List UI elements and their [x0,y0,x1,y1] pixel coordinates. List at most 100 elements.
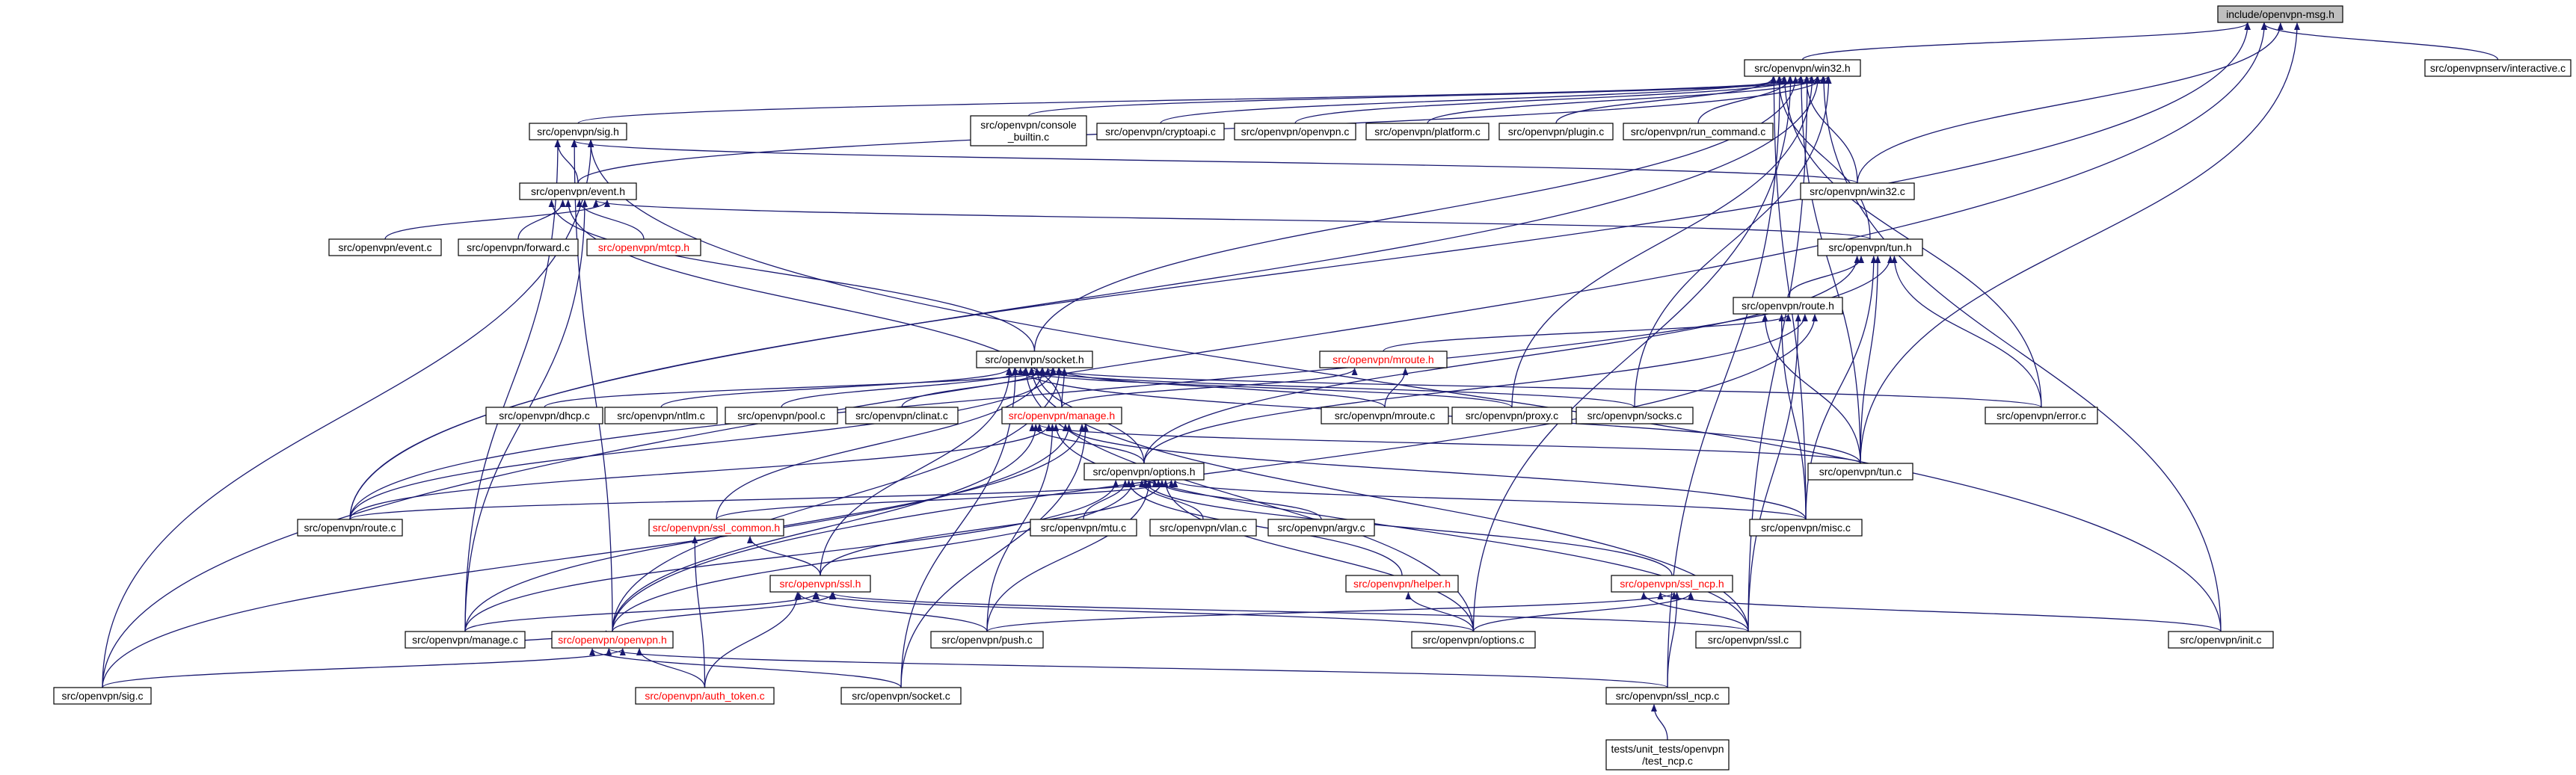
edge-options_h-to-manage_h [1029,424,1145,464]
node-box [297,519,403,537]
edge-route_c-to-manage_h [349,424,1052,520]
edge-sig_c-to-openvpn_h [102,648,626,688]
node-box [2424,59,2572,77]
node-proxy-c[interactable]: src/openvpn/proxy.c [1451,407,1573,424]
node-label: src/openvpn/mroute.c [1335,410,1436,422]
node-label: src/openvpn/event.c [338,241,431,253]
node-tun-c[interactable]: src/openvpn/tun.c [1807,463,1913,481]
node-label: src/openvpn/argv.c [1277,522,1365,534]
edge-options_c-to-options_h [1162,480,1475,632]
edge-dhcp_c-to-socket_h [544,368,1056,408]
node-box [725,407,838,424]
node-box [551,631,674,649]
edge-route_c-to-socket_h [349,368,1057,520]
node-manage-c[interactable]: src/openvpn/manage.c [405,631,526,649]
node-mtcp-h[interactable]: src/openvpn/mtcp.h [586,238,701,256]
node-route-h[interactable]: src/openvpn/route.h [1733,297,1843,315]
node-openvpn-c[interactable]: src/openvpn/openvpn.c [1234,123,1356,141]
node-box [976,351,1093,368]
node-init-c[interactable]: src/openvpn/init.c [2168,631,2274,649]
node-win32-c[interactable]: src/openvpn/win32.c [1800,182,1915,200]
node-socket-c[interactable]: src/openvpn/socket.c [840,687,962,705]
node-error-c[interactable]: src/openvpn/error.c [1985,407,2098,424]
node-sig-h[interactable]: src/openvpn/sig.h [529,123,627,141]
node-label: src/openvpn/socks.c [1587,410,1682,422]
node-options-c[interactable]: src/openvpn/options.c [1411,631,1536,649]
node-mtu-c[interactable]: src/openvpn/mtu.c [1030,519,1137,537]
node-interactive-c[interactable]: src/openvpnserv/interactive.c [2424,59,2572,77]
node-label: src/openvpn/dhcp.c [499,410,589,422]
node-box [1411,631,1536,649]
node-label: src/openvpn/options.h [1093,466,1196,478]
edge-plugin_c-to-win32_h [1555,76,1777,124]
node-ssl-h[interactable]: src/openvpn/ssl.h [769,575,871,593]
node-test-ncp-c[interactable]: tests/unit_tests/openvpn/test_ncp.c [1605,739,1730,771]
node-label: src/openvpn/mtu.c [1041,522,1126,534]
node-forward-c[interactable]: src/openvpn/forward.c [458,238,579,256]
node-route-c[interactable]: src/openvpn/route.c [297,519,403,537]
node-mroute-c[interactable]: src/openvpn/mroute.c [1321,407,1449,424]
node-box [1576,407,1694,424]
node-socket-h[interactable]: src/openvpn/socket.h [976,351,1093,368]
node-helper-h[interactable]: src/openvpn/helper.h [1345,575,1459,593]
node-ssl-c[interactable]: src/openvpn/ssl.c [1695,631,1801,649]
edge-init_c-to-ssl_ncp_h [1657,592,2222,632]
node-plugin-c[interactable]: src/openvpn/plugin.c [1498,123,1614,141]
node-run-command-c[interactable]: src/openvpn/run_command.c [1623,123,1774,141]
node-label: src/openvpnserv/interactive.c [2430,62,2566,74]
node-sig-c[interactable]: src/openvpn/sig.c [53,687,152,705]
node-event-c[interactable]: src/openvpn/event.c [328,238,442,256]
node-dhcp-c[interactable]: src/openvpn/dhcp.c [485,407,603,424]
node-argv-c[interactable]: src/openvpn/argv.c [1267,519,1375,537]
node-cryptoapi-c[interactable]: src/openvpn/cryptoapi.c [1096,123,1225,141]
node-ssl-ncp-c[interactable]: src/openvpn/ssl_ncp.c [1605,687,1730,705]
edge-socks_c-to-socket_h [1028,368,1635,408]
edge-route_c-to-options_h [349,480,1158,520]
node-label: src/openvpn/mtcp.h [598,241,689,253]
node-label: src/openvpn/manage.h [1009,410,1115,422]
edge-mtu_c-to-options_h [1083,480,1128,520]
node-box [635,687,775,705]
node-misc-c[interactable]: src/openvpn/misc.c [1749,519,1863,537]
edge-options_c-to-ssl_ncp_h [1472,592,1694,632]
edge-error_c-to-tun_h [1891,256,2042,408]
node-label: src/openvpn/cryptoapi.c [1105,126,1216,138]
node-socks-c[interactable]: src/openvpn/socks.c [1576,407,1694,424]
node-box [1234,123,1356,141]
node-auth-token-c[interactable]: src/openvpn/auth_token.c [635,687,775,705]
node-platform-c[interactable]: src/openvpn/platform.c [1365,123,1490,141]
edge-clinat_c-to-socket_h [901,368,1045,408]
node-box [1321,407,1449,424]
node-pool-c[interactable]: src/openvpn/pool.c [725,407,838,424]
node-openvpn-h[interactable]: src/openvpn/openvpn.h [551,631,674,649]
node-tun-h[interactable]: src/openvpn/tun.h [1817,238,1923,256]
node-label: src/openvpn/ssl_ncp.c [1616,690,1720,702]
node-clinat-c[interactable]: src/openvpn/clinat.c [845,407,959,424]
node-console-builtin-c[interactable]: src/openvpn/console_builtin.c [970,115,1087,146]
node-openvpn-msg-h[interactable]: include/openvpn-msg.h [2217,5,2343,23]
node-win32-h[interactable]: src/openvpn/win32.h [1744,59,1861,77]
node-mroute-h[interactable]: src/openvpn/mroute.h [1319,351,1448,368]
edge-manage_h-to-socket_h [1061,368,1068,408]
node-label: src/openvpn/tun.h [1828,241,1911,253]
edge-options_h-to-tun_h [1143,256,1860,464]
node-box [1365,123,1490,141]
node-vlan-c[interactable]: src/openvpn/vlan.c [1149,519,1257,537]
node-push-c[interactable]: src/openvpn/push.c [930,631,1044,649]
node-box [405,631,526,649]
node-label: src/openvpn/plugin.c [1508,126,1604,138]
node-label: src/openvpn/manage.c [412,634,518,646]
edge-options_c-to-helper_h [1405,592,1475,632]
node-box [1695,631,1801,649]
node-ssl-common-h[interactable]: src/openvpn/ssl_common.h [648,519,784,537]
node-ssl-ncp-h[interactable]: src/openvpn/ssl_ncp.h [1611,575,1733,593]
node-box [2168,631,2274,649]
node-event-h[interactable]: src/openvpn/event.h [519,182,637,200]
node-manage-h[interactable]: src/openvpn/manage.h [1001,407,1122,424]
edge-manage_c-to-sig_h [464,140,561,632]
node-label: src/openvpn/route.h [1742,300,1834,312]
node-options-h[interactable]: src/openvpn/options.h [1083,463,1205,481]
node-ntlm-c[interactable]: src/openvpn/ntlm.c [604,407,718,424]
node-box [1744,59,1861,77]
node-label: /test_ncp.c [1642,755,1693,767]
